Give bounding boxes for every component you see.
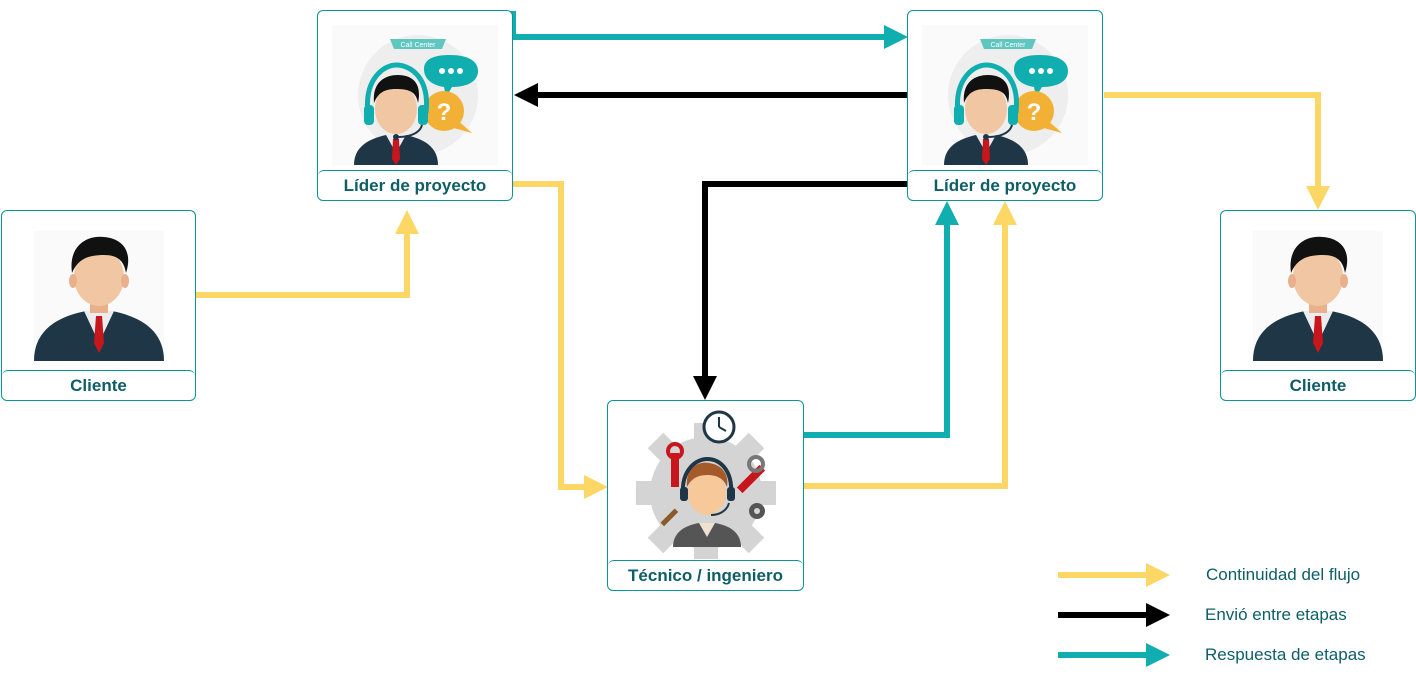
legend-label: Envió entre etapas [1205, 605, 1347, 624]
legend-label: Continuidad del flujo [1206, 565, 1361, 584]
node-label: Líder de proyecto [908, 170, 1102, 200]
leader-right-node[interactable]: Call Center ? Líder de proyecto [907, 10, 1103, 201]
edge-leader-right-to-client-right [1104, 92, 1330, 210]
svg-text:Call Center: Call Center [400, 42, 436, 49]
svg-text:?: ? [437, 99, 452, 126]
edge-technician-flow-to-leader-right [804, 201, 1017, 489]
edge-leader-left-to-technician [513, 181, 608, 499]
call-center-agent-icon: Call Center ? [332, 25, 498, 165]
legend-item-flow: Continuidad del flujo [1056, 561, 1396, 589]
businessman-avatar-icon [33, 231, 164, 361]
node-label: Líder de proyecto [318, 170, 512, 200]
leader-left-node[interactable]: Call Center ? Líder de proyecto [317, 10, 513, 201]
node-label: Cliente [2, 370, 195, 400]
svg-text:?: ? [1027, 99, 1042, 126]
edge-leader-left-to-leader-right [510, 11, 908, 49]
call-center-agent-icon: Call Center ? [922, 25, 1088, 165]
legend-item-send: Envió entre etapas [1056, 601, 1396, 629]
legend-label: Respuesta de etapas [1205, 645, 1366, 664]
legend-item-response: Respuesta de etapas [1056, 641, 1396, 669]
edge-client-to-leader-left [196, 210, 419, 298]
client-left-node[interactable]: Cliente [1, 210, 196, 401]
edge-leader-right-to-technician [693, 181, 908, 400]
client-right-node[interactable]: Cliente [1220, 210, 1416, 401]
arrow-icon [1058, 563, 1170, 587]
technician-node[interactable]: Técnico / ingeniero [607, 400, 804, 591]
arrow-icon [1058, 643, 1170, 667]
businessman-avatar-icon [1253, 231, 1383, 361]
node-label: Técnico / ingeniero [608, 560, 803, 590]
svg-text:Call Center: Call Center [990, 42, 1026, 49]
edge-technician-response-to-leader-right [804, 201, 959, 438]
node-label: Cliente [1221, 370, 1415, 400]
edge-leader-right-to-leader-left [514, 83, 908, 107]
technician-gear-icon [622, 407, 789, 559]
arrow-icon [1058, 603, 1170, 627]
